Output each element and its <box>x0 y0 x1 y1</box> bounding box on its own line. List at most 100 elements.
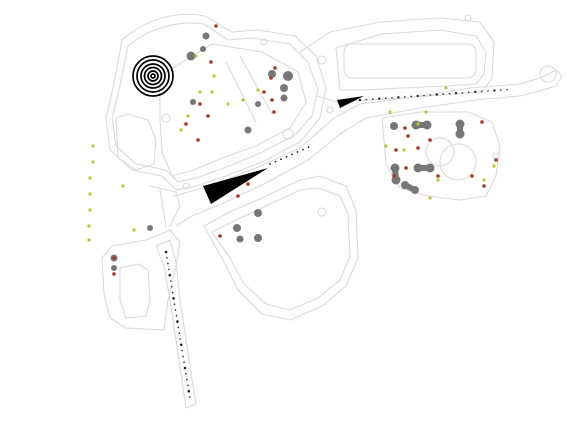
red-dot-marker <box>270 98 274 102</box>
red-dot-marker <box>404 166 408 170</box>
red-dot-marker <box>436 174 440 178</box>
circle-marker-icon <box>111 265 117 271</box>
concentric-rings-icon <box>132 55 174 97</box>
yellow-dot-marker <box>91 160 95 164</box>
road-dot-marker <box>404 96 406 98</box>
circle-marker-icon <box>268 70 276 78</box>
circle-marker-icon <box>455 129 465 139</box>
circle-marker-icon <box>280 94 288 102</box>
road-dot-marker <box>372 98 374 100</box>
road-dot-marker <box>188 396 191 398</box>
yellow-dot-marker <box>91 144 95 148</box>
south-central-inner <box>211 187 351 311</box>
red-dot-marker <box>269 76 273 80</box>
connecting-lane <box>149 185 181 227</box>
yellow-dot-marker <box>241 98 245 102</box>
red-dot-marker <box>416 146 420 150</box>
road-dot-marker <box>442 93 445 95</box>
red-dot-marker <box>214 24 218 28</box>
north-west-lobe-inner <box>111 22 319 183</box>
road-dot-marker <box>274 160 277 163</box>
red-dot-marker <box>209 60 213 64</box>
circle-marker-icon <box>411 186 419 194</box>
road-dot-marker <box>183 366 187 370</box>
yellow-dot-marker <box>88 208 92 212</box>
inner-diagonal-parcel <box>159 43 307 177</box>
road-dot-marker <box>429 94 432 96</box>
road-dot-marker <box>166 257 168 259</box>
yellow-dot-marker <box>88 192 92 196</box>
road-dot-marker <box>164 250 168 254</box>
wedge-icon <box>203 168 268 204</box>
outline-ring <box>161 113 171 123</box>
road-dot-marker <box>176 320 179 323</box>
yellow-dot-marker <box>492 164 496 168</box>
road-dot-marker <box>168 273 172 277</box>
road-dot-marker <box>454 92 458 95</box>
red-dot-marker <box>428 138 432 142</box>
red-dot-marker <box>406 134 410 138</box>
red-dot-marker <box>112 256 116 260</box>
east-roundabout-ring <box>439 143 477 181</box>
road-dot-marker <box>173 303 176 306</box>
red-dot-marker <box>112 272 116 276</box>
road-dot-marker <box>187 384 189 387</box>
outline-ring <box>317 55 327 65</box>
road-dot-marker <box>185 373 187 375</box>
yellow-dot-marker <box>186 114 190 118</box>
outline-ring <box>282 128 294 140</box>
road-dot-marker <box>378 97 381 100</box>
road-dot-marker <box>384 97 387 99</box>
outline-ring <box>317 207 327 217</box>
yellow-dot-marker <box>198 90 202 94</box>
road-dot-marker <box>187 389 191 393</box>
circle-marker-icon <box>422 120 432 130</box>
yellow-dot-marker <box>436 178 440 182</box>
road-dot-marker <box>291 153 293 156</box>
road-dot-marker <box>179 338 182 340</box>
road-dot-marker <box>179 343 183 347</box>
red-dot-marker <box>482 184 486 188</box>
western-strip-outline <box>101 229 181 331</box>
north-east-wing-outline <box>299 17 495 103</box>
road-dot-marker <box>500 89 502 91</box>
yellow-dot-marker <box>179 128 183 132</box>
yellow-dot-marker <box>444 86 448 90</box>
circle-marker-icon <box>190 99 196 105</box>
wedge-icon <box>337 96 364 108</box>
road-dot-marker <box>171 291 174 294</box>
road-dot-marker <box>416 94 419 98</box>
red-dot-marker <box>403 126 407 130</box>
circle-marker-icon <box>254 234 262 242</box>
circle-marker-icon <box>147 225 153 231</box>
yellow-dot-marker <box>388 110 392 114</box>
road-dot-marker <box>296 151 299 153</box>
circle-marker-icon <box>233 224 241 232</box>
red-dot-marker <box>206 114 210 118</box>
red-dot-marker <box>480 120 484 124</box>
red-dot-marker <box>394 148 398 152</box>
road-dot-marker <box>174 309 177 311</box>
road-dot-marker <box>182 355 184 358</box>
road-dot-marker <box>474 90 477 94</box>
red-dot-marker <box>236 194 240 198</box>
circle-marker-icon <box>413 163 423 173</box>
yellow-dot-marker <box>212 74 216 78</box>
circle-marker-icon <box>255 101 261 107</box>
road-dot-marker <box>391 96 393 99</box>
yellow-dot-marker <box>88 176 92 180</box>
yellow-dot-marker <box>256 88 260 92</box>
red-dot-marker <box>494 158 498 162</box>
west-building-outline <box>115 113 157 171</box>
yellow-dot-marker <box>424 110 428 114</box>
outline-ring <box>260 38 268 46</box>
road-dot-marker <box>269 163 271 165</box>
circle-marker-icon <box>401 181 409 189</box>
north-east-building <box>343 43 477 79</box>
red-dot-marker <box>470 174 474 178</box>
road-dot-marker <box>365 98 368 101</box>
red-dot-marker <box>262 90 266 94</box>
marker-layer <box>87 24 509 398</box>
circle-marker-icon <box>200 46 206 52</box>
road-dot-marker <box>167 262 169 265</box>
